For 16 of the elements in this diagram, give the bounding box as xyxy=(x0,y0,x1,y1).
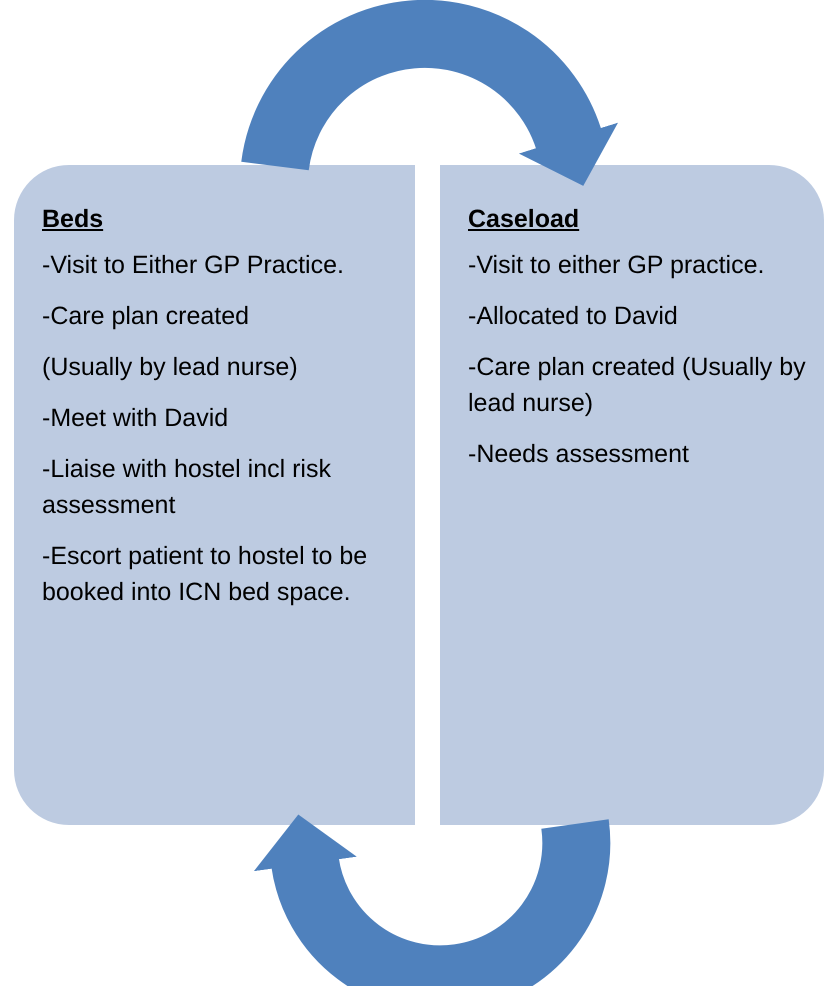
list-item: (Usually by lead nurse) xyxy=(42,352,299,383)
curved-arrow xyxy=(254,814,610,986)
list-item: -Care plan created xyxy=(42,301,250,332)
panel-heading: Caseload xyxy=(468,204,580,235)
list-item: -Visit to Either GP Practice. xyxy=(42,250,345,281)
text-panel xyxy=(440,165,824,825)
panel-heading: Beds xyxy=(42,204,104,235)
curved-arrow xyxy=(242,0,617,185)
list-item: -Liaise with hostel incl risk assessment xyxy=(42,454,332,521)
list-item: -Escort patient to hostel to be booked into ICN bed space. xyxy=(42,541,368,608)
list-item: -Visit to either GP practice. xyxy=(468,250,766,281)
list-item: -Meet with David xyxy=(42,403,230,434)
list-item: -Allocated to David xyxy=(468,301,679,332)
list-item: -Needs assessment xyxy=(468,439,690,470)
list-item: -Care plan created (Usually by lead nurse) xyxy=(468,352,806,419)
text-panel xyxy=(14,165,415,825)
